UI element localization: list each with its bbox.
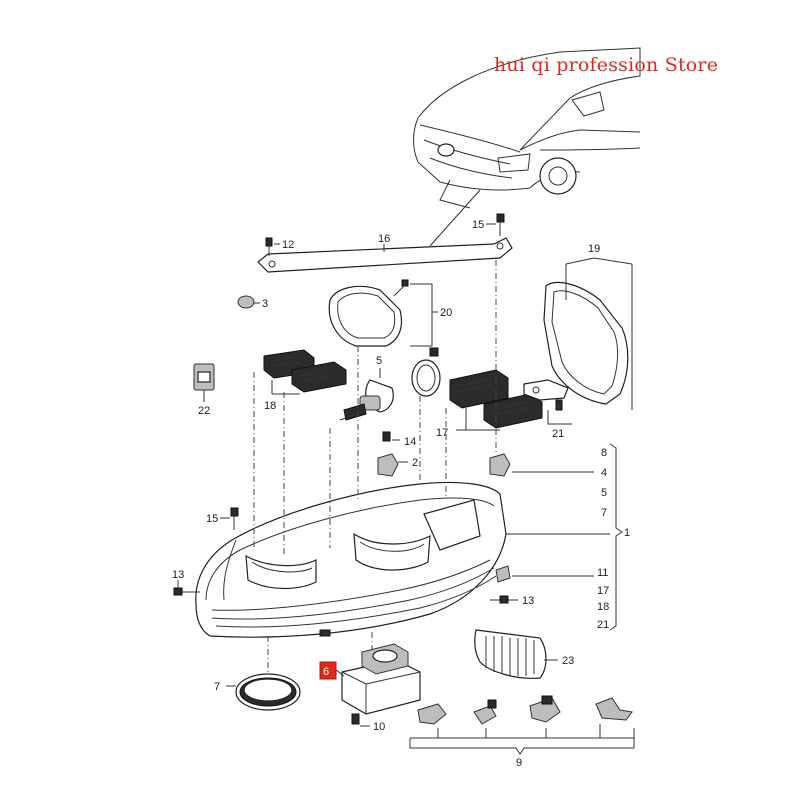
callout-5: 5 <box>601 487 607 499</box>
bolt-14 <box>382 431 391 442</box>
callout-2: 2 <box>412 457 418 469</box>
bolt-15-left <box>230 507 239 530</box>
callout-17-left: 17 <box>436 427 448 439</box>
bolt-13-right <box>490 595 509 604</box>
callout-8: 8 <box>601 447 607 459</box>
leader-car <box>429 189 481 247</box>
callout-22: 22 <box>198 405 210 417</box>
ballast-module-18b <box>291 361 347 393</box>
top-bracket-16 <box>257 237 513 273</box>
callout-6: 6 <box>323 666 329 678</box>
callout-21-right: 21 <box>552 428 564 440</box>
bulb-icon <box>339 379 394 421</box>
lens-cover-23 <box>474 629 547 679</box>
connector-9d <box>595 697 633 721</box>
callout-14: 14 <box>404 436 416 448</box>
callout-15-top: 15 <box>472 219 484 231</box>
bolt-15-top <box>496 213 505 236</box>
adjuster-2 <box>377 453 399 477</box>
bolt-10 <box>351 713 360 725</box>
callout-10: 10 <box>373 721 385 733</box>
callout-18-right: 18 <box>597 601 609 613</box>
clip-11 <box>495 565 511 583</box>
callout-18-left: 18 <box>264 400 276 412</box>
callout-5-top: 5 <box>376 355 382 367</box>
bracket-icon <box>523 379 569 411</box>
frame-19 <box>543 281 629 405</box>
callout-7: 7 <box>601 507 607 519</box>
ring-cap <box>411 347 441 397</box>
callout-20: 20 <box>440 307 452 319</box>
callout-15-left: 15 <box>206 513 218 525</box>
adjuster-right <box>489 453 511 477</box>
frame-20 <box>328 279 409 347</box>
store-watermark: hui qi profession Store <box>494 54 719 76</box>
callout-4: 4 <box>601 467 607 479</box>
callout-3: 3 <box>262 298 268 310</box>
connector-9a <box>417 703 447 725</box>
car-front-icon <box>413 47 641 209</box>
connector-22 <box>193 363 215 391</box>
callout-9: 9 <box>516 757 522 769</box>
sealing-ring-7 <box>235 673 301 711</box>
callout-13-right: 13 <box>522 595 534 607</box>
headlamp-assembly-icon <box>195 481 507 638</box>
cap-3 <box>237 295 255 309</box>
callout-12: 12 <box>282 239 294 251</box>
callout-21-bottom: 21 <box>597 619 609 631</box>
bolt-12 <box>265 237 273 256</box>
ballast-module-icon <box>341 643 421 715</box>
callout-11: 11 <box>597 567 608 579</box>
callout-19: 19 <box>588 243 600 255</box>
callout-13-left: 13 <box>172 569 184 581</box>
connector-9c <box>529 695 561 723</box>
highlighted-part-6: 6 <box>319 661 337 680</box>
callout-17-right: 17 <box>597 585 609 597</box>
callout-16: 16 <box>378 233 390 245</box>
callout-23: 23 <box>562 655 574 667</box>
connector-9b <box>473 699 497 725</box>
callout-1: 1 <box>624 527 630 539</box>
callout-7-bottom: 7 <box>214 681 220 693</box>
